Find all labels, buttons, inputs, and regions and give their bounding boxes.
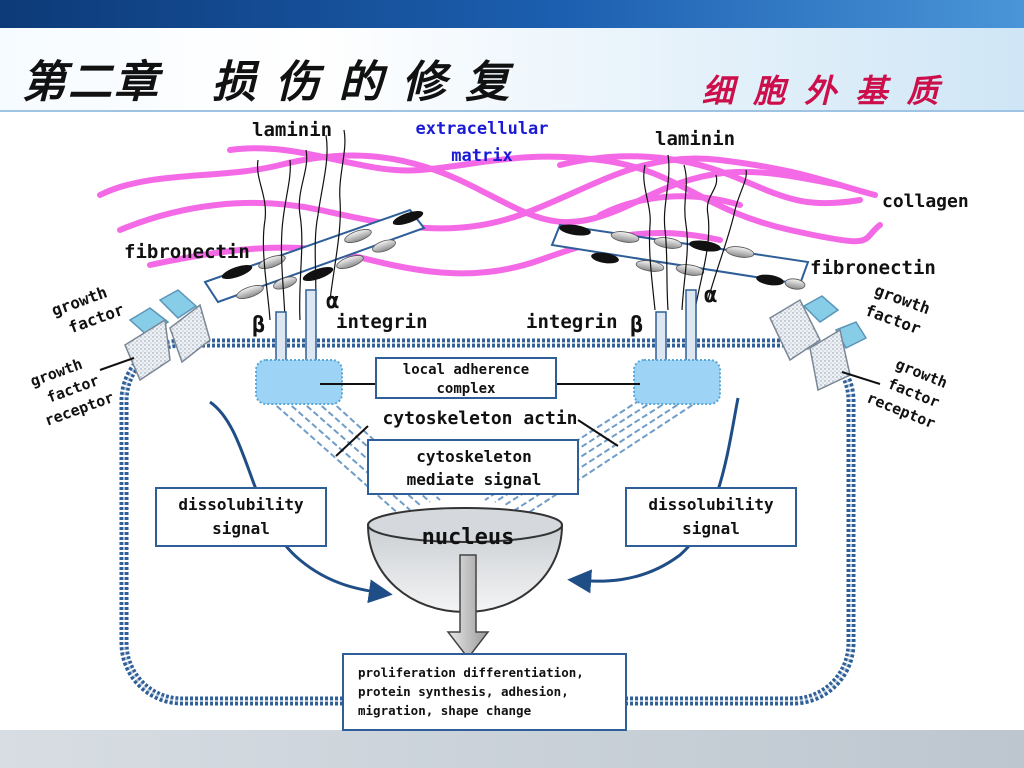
signal-arrow-right xyxy=(567,397,740,594)
title-divider xyxy=(0,110,1024,112)
dissolubility-left-line1: dissolubility xyxy=(178,495,304,514)
dissolubility-right-line2: signal xyxy=(682,519,740,538)
alpha-right-label: α xyxy=(704,283,717,308)
cytoskeleton-signal-box xyxy=(367,439,579,495)
title-banner xyxy=(0,28,1024,110)
dissolubility-right-line1: dissolubility xyxy=(648,495,774,514)
top-banner xyxy=(0,0,1024,28)
beta-right-label: β xyxy=(630,313,643,338)
dissolubility-box-right xyxy=(625,487,797,547)
growth-factor-right xyxy=(769,295,868,392)
nucleus-top xyxy=(367,507,563,543)
laminin-right-strands xyxy=(643,154,747,311)
outcome-line2: protein synthesis, adhesion, xyxy=(358,684,569,699)
integrin-left xyxy=(275,289,317,369)
cytoskeleton-signal-line1: cytoskeleton xyxy=(416,447,532,466)
slide-title: 第二章 损 伤 的 修 复 xyxy=(22,57,512,108)
fibronectin-right-strand xyxy=(550,223,810,290)
dissolubility-box-left xyxy=(155,487,327,547)
local-adherence-line2: complex xyxy=(436,381,496,397)
outcome-box xyxy=(342,653,627,731)
laminin-right-label: laminin xyxy=(655,128,735,150)
growth-factor-left xyxy=(124,289,211,382)
bottom-banner xyxy=(0,730,1024,768)
laminin-left-label: laminin xyxy=(252,119,332,141)
nucleus-label: nucleus xyxy=(422,525,515,550)
alpha-left-label: α xyxy=(326,289,339,314)
integrin-right-label: integrin xyxy=(526,311,618,333)
beta-left-label: β xyxy=(252,313,265,338)
local-adherence-box xyxy=(375,357,557,399)
dissolubility-left-line2: signal xyxy=(212,519,270,538)
fibronectin-left-strand xyxy=(203,208,426,304)
cytoskeleton-actin-label: cytoskeleton actin xyxy=(382,408,577,429)
adherence-complex-right xyxy=(633,359,721,405)
cytoskeleton-signal-line2: mediate signal xyxy=(407,470,542,489)
ecm-label-line2: matrix xyxy=(451,146,512,166)
fibronectin-right-label: fibronectin xyxy=(810,257,936,279)
collagen-label: collagen xyxy=(882,191,969,212)
connector-lines xyxy=(99,357,881,457)
integrin-left-label: integrin xyxy=(336,311,428,333)
fibronectin-left-label: fibronectin xyxy=(124,241,250,263)
ecm-label-line1: extracellular xyxy=(415,119,548,139)
slide-subtitle: 细 胞 外 基 质 xyxy=(702,72,943,110)
outcome-line1: proliferation differentiation, xyxy=(358,665,584,680)
output-arrow xyxy=(446,554,490,660)
local-adherence-line1: local adherence xyxy=(403,362,529,378)
laminin-left-strands xyxy=(256,129,346,321)
outcome-line3: migration, shape change xyxy=(358,703,532,718)
integrin-right xyxy=(655,289,697,369)
adherence-complex-left xyxy=(255,359,343,405)
